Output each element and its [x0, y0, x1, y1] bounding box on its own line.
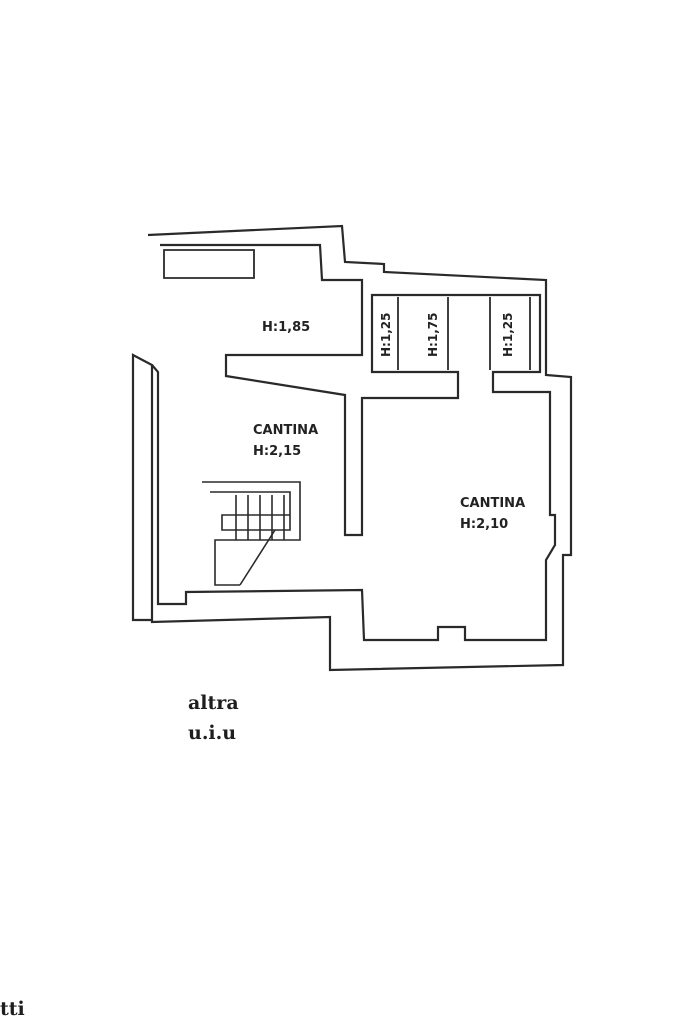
inner-wall-outline — [151, 243, 557, 642]
room-name-cantina-left: CANTINA — [253, 423, 318, 438]
upper-left-shelf — [163, 249, 255, 279]
outer-wall — [131, 224, 573, 672]
room-height-cantina-left: H:2,15 — [253, 444, 301, 459]
stair-outline — [202, 481, 301, 586]
corner-text-fragment: tti — [0, 998, 25, 1020]
stair-direction-line — [239, 529, 276, 586]
niche-height-2: H:1,75 — [426, 313, 440, 357]
note-altra: altra — [188, 692, 239, 714]
outer-wall-outline — [131, 224, 573, 672]
niche-height-1: H:1,25 — [379, 313, 393, 357]
room-name-cantina-right: CANTINA — [460, 496, 525, 511]
note-uiu: u.i.u — [188, 722, 237, 744]
room-height-upper-left: H:1,85 — [262, 320, 310, 335]
stair-inner-outline — [210, 491, 291, 531]
niche-height-3: H:1,25 — [501, 313, 515, 357]
room-height-cantina-right: H:2,10 — [460, 517, 508, 532]
staircase — [202, 481, 301, 586]
